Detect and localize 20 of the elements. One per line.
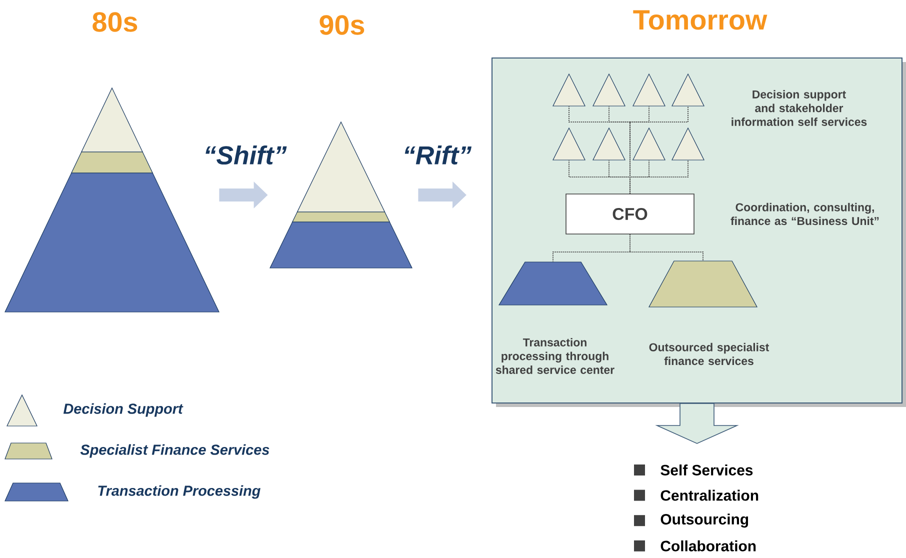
node-label: Coordination, consulting, finance as “Business Unit”	[730, 202, 879, 226]
node-label: Transaction processing through shared service center	[496, 338, 614, 374]
bullet-item: Collaboration	[634, 540, 756, 552]
heading: 80s	[92, 12, 138, 32]
edge-label: “Rift”	[401, 144, 473, 166]
cfo-box: CFO	[566, 194, 694, 234]
legend-label: Decision Support	[63, 403, 184, 417]
bullet-item: Self Services	[634, 464, 753, 476]
connector-line	[630, 234, 704, 262]
heading: Tomorrow	[633, 10, 768, 30]
heading: 90s	[320, 15, 364, 35]
description-text: Decision support and stakeholder information self services	[732, 90, 867, 126]
bullet-item: Centralization	[634, 490, 758, 501]
legend-label: Transaction Processing	[98, 485, 260, 499]
edge-label: “Shift”	[202, 144, 288, 166]
bullet-item: Outsourcing	[634, 514, 748, 528]
connector-line	[630, 160, 688, 194]
legend-label: Specialist Finance Services	[80, 444, 270, 458]
node-label: Outsourced specialist finance services	[649, 342, 770, 366]
down-arrow	[655, 403, 739, 444]
